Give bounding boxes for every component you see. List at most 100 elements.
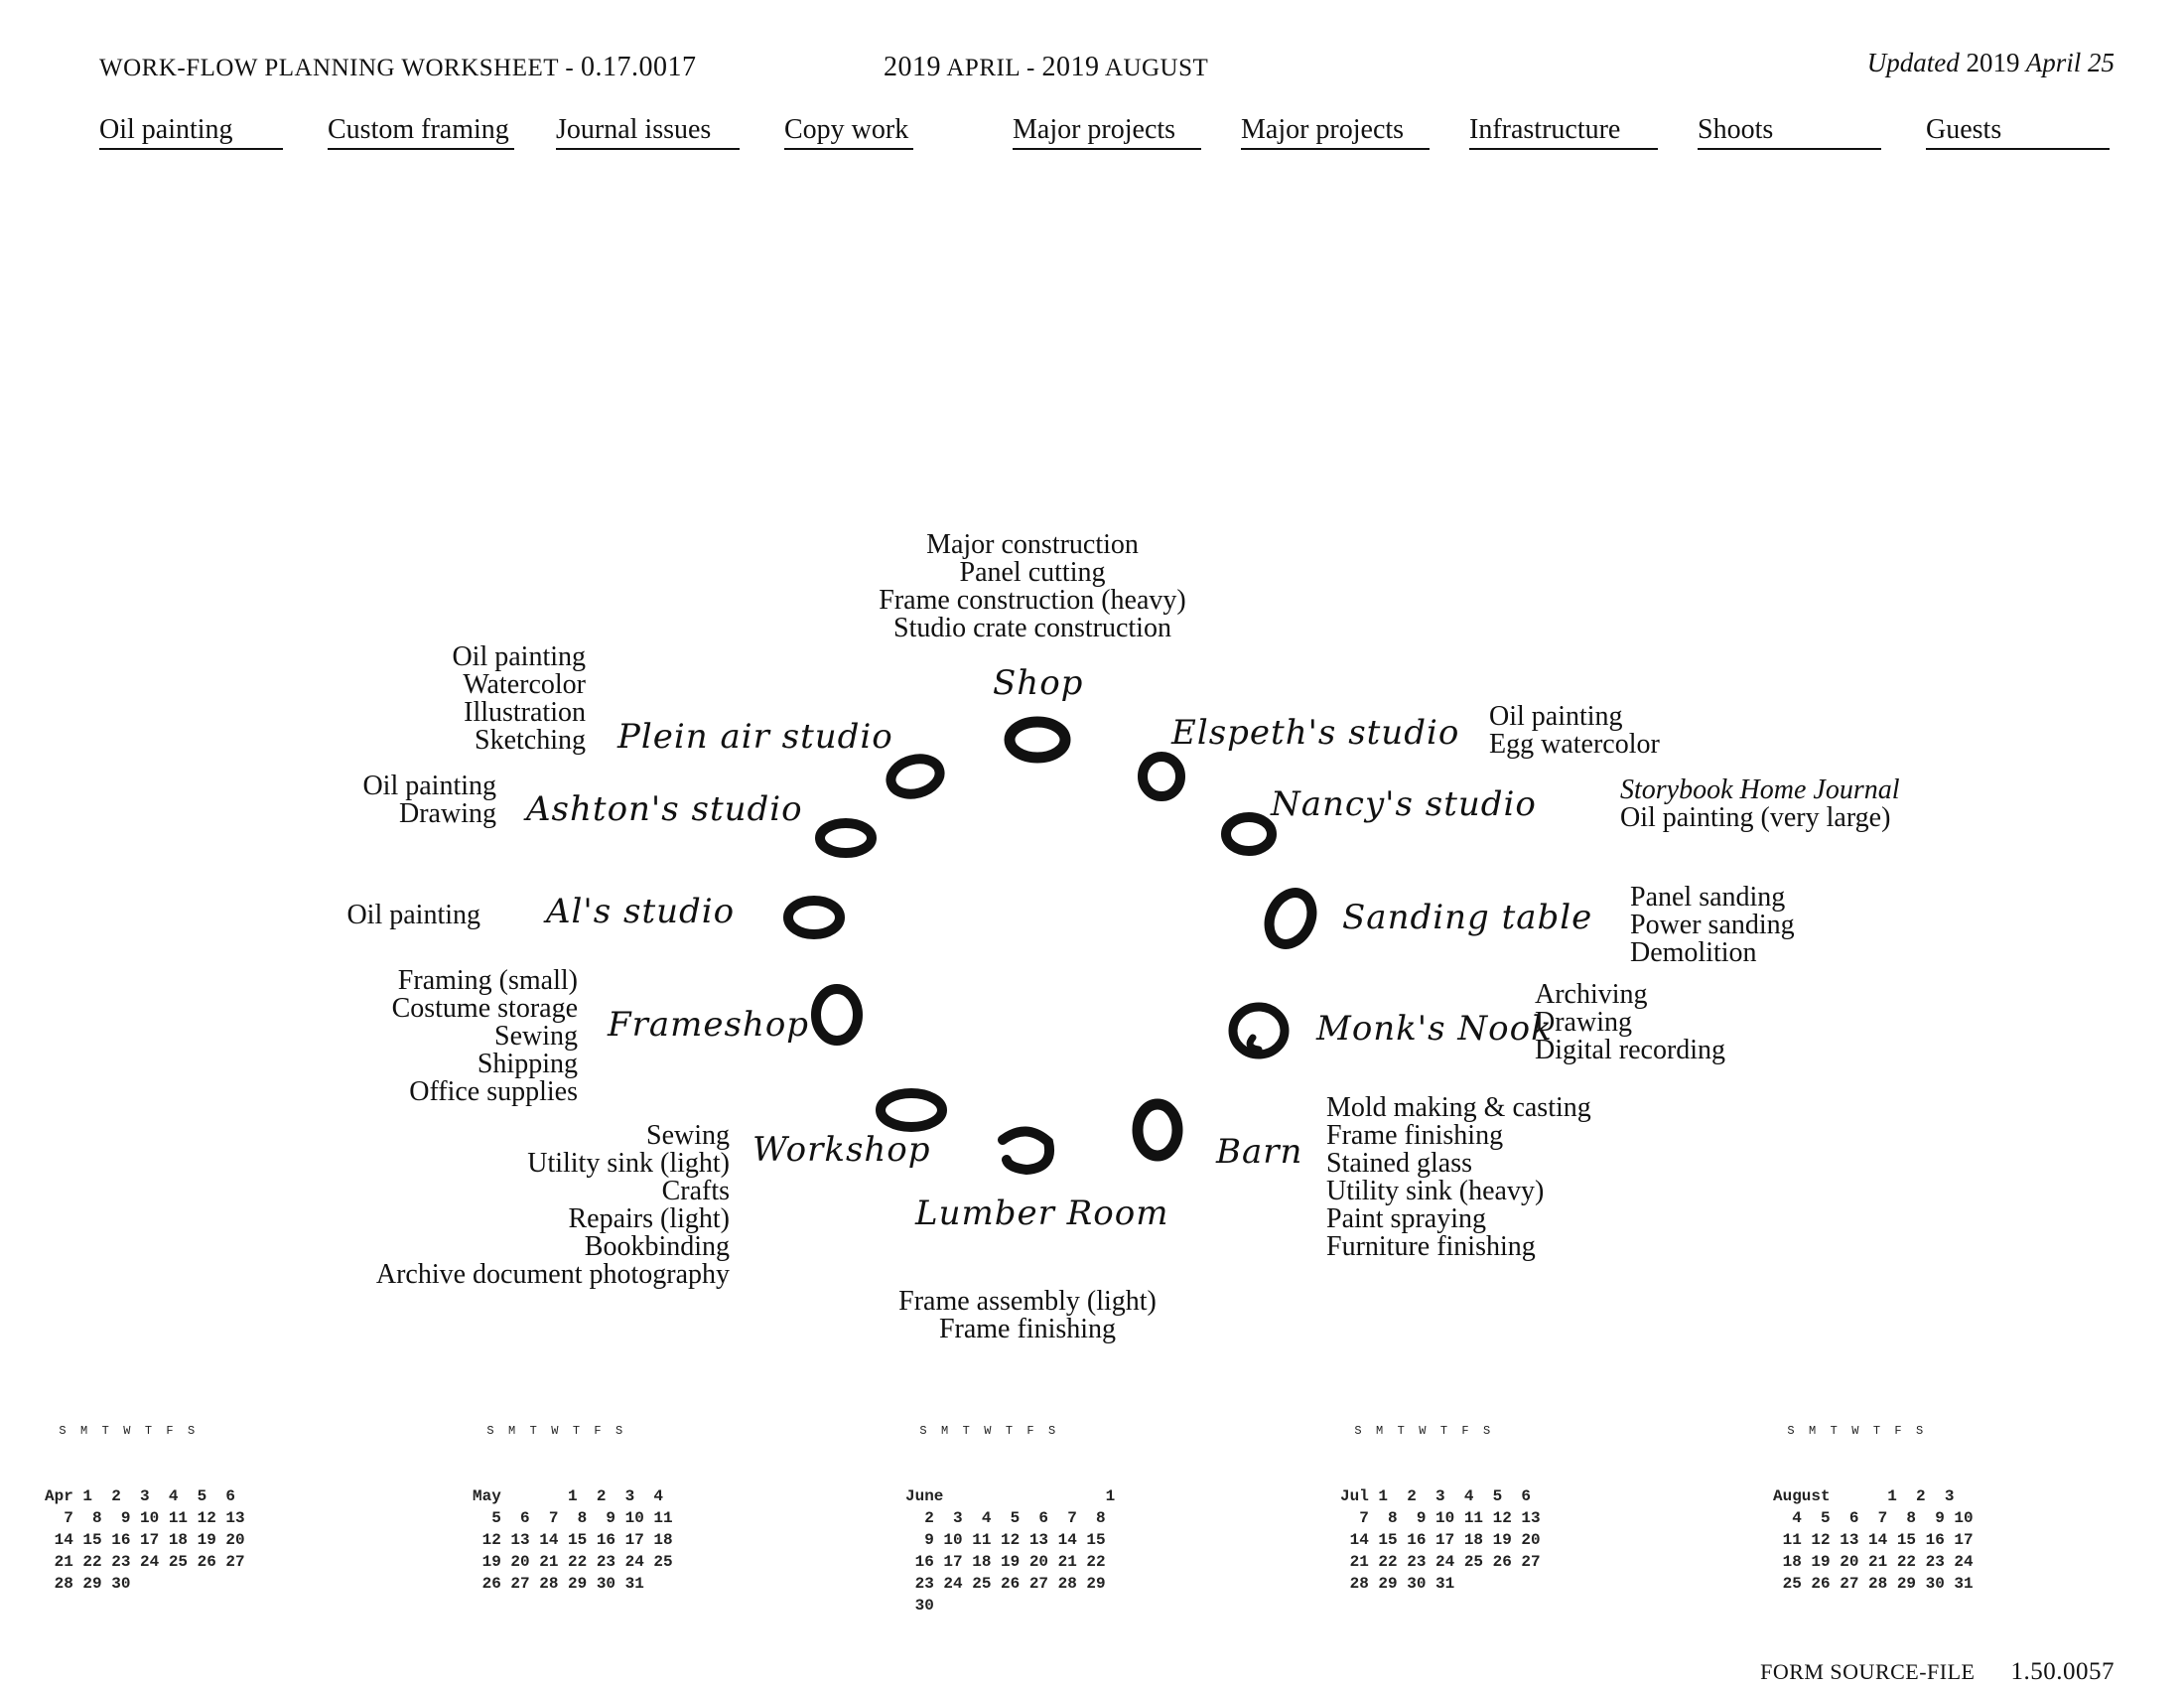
- barn-notes: Mold making & casting Frame finishing St…: [1326, 1094, 1591, 1261]
- note: Oil painting (very large): [1620, 802, 1891, 833]
- footer-version: 1.50.0057: [2010, 1658, 2115, 1685]
- sanding-circle[interactable]: [1261, 886, 1319, 951]
- tab-shoots[interactable]: Shoots: [1698, 114, 1881, 150]
- note: Egg watercolor: [1489, 729, 1660, 760]
- note: Utility sink (heavy): [1326, 1176, 1545, 1206]
- note: Sketching: [475, 725, 586, 756]
- note: Shipping: [477, 1049, 578, 1079]
- frameshop-notes: Framing (small) Costume storage Sewing S…: [392, 967, 578, 1106]
- note: Demolition: [1630, 937, 1757, 968]
- sanding-notes: Panel sanding Power sanding Demolition: [1630, 884, 1795, 967]
- note: Oil painting: [1489, 701, 1623, 732]
- updated-year: 2019: [1966, 48, 2020, 77]
- tab-major-projects-1[interactable]: Major projects: [1013, 114, 1201, 150]
- note: Archive document photography: [375, 1259, 730, 1290]
- lumber-circle[interactable]: [998, 1126, 1054, 1176]
- note: Mold making & casting: [1326, 1092, 1591, 1123]
- calendar-days: August 1 2 3 4 5 6 7 8 9 10 11 12 13 14 …: [1773, 1487, 1974, 1593]
- barn-circle[interactable]: [1132, 1098, 1183, 1162]
- updated-label: Updated: [1866, 48, 1960, 77]
- calendar-august: S M T W T F S August 1 2 3 4 5 6 7 8 9 1…: [1773, 1376, 1974, 1617]
- nancy-circle[interactable]: [1221, 812, 1277, 856]
- date-range: 2019 APRIL - 2019 AUGUST: [884, 52, 1209, 82]
- note: Major construction: [926, 529, 1139, 560]
- note: Bookbinding: [584, 1231, 730, 1262]
- calendar-days: May 1 2 3 4 5 6 7 8 9 10 11 12 13 14 15 …: [473, 1487, 673, 1593]
- tab-guests[interactable]: Guests: [1926, 114, 2110, 150]
- version-number: 0.17.0017: [580, 52, 697, 82]
- note: Crafts: [661, 1176, 730, 1206]
- tab-journal-issues[interactable]: Journal issues: [556, 114, 740, 150]
- tab-oil-painting[interactable]: Oil painting: [99, 114, 283, 150]
- calendar-june: S M T W T F S June 1 2 3 4 5 6 7 8 9 10 …: [905, 1376, 1115, 1638]
- shop-circle[interactable]: [1004, 716, 1071, 764]
- nancy-notes: Storybook Home Journal Oil painting (ver…: [1620, 776, 1900, 832]
- ashton-circle[interactable]: [815, 818, 877, 858]
- elspeth-circle[interactable]: [1138, 752, 1185, 801]
- frameshop-circle[interactable]: [811, 984, 863, 1046]
- room-al[interactable]: Al's studio: [546, 892, 736, 931]
- room-workshop[interactable]: Workshop: [752, 1130, 931, 1170]
- calendar-days: Apr 1 2 3 4 5 6 7 8 9 10 11 12 13 14 15 …: [45, 1487, 245, 1593]
- note: Oil painting: [346, 900, 480, 930]
- room-sanding[interactable]: Sanding table: [1342, 898, 1593, 937]
- worksheet-title: WORK-FLOW PLANNING WORKSHEET - 0.17.0017: [99, 52, 697, 82]
- form-source-footer: FORM SOURCE-FILE 1.50.0057: [1760, 1658, 2115, 1686]
- tab-custom-framing[interactable]: Custom framing: [328, 114, 514, 150]
- calendar-weekdays: S M T W T F S: [473, 1424, 623, 1438]
- updated-date: April 25: [2025, 48, 2115, 77]
- calendar-days: Jul 1 2 3 4 5 6 7 8 9 10 11 12 13 14 15 …: [1340, 1487, 1541, 1593]
- note: Digital recording: [1535, 1035, 1726, 1065]
- note: Office supplies: [409, 1076, 578, 1107]
- tab-copy-work[interactable]: Copy work: [784, 114, 913, 150]
- al-circle[interactable]: [783, 896, 845, 939]
- note: Archiving: [1535, 979, 1648, 1010]
- note: Utility sink (light): [527, 1148, 730, 1179]
- note: Frame assembly (light): [898, 1286, 1157, 1317]
- updated-stamp: Updated 2019 April 25: [1867, 48, 2115, 78]
- note: Frame finishing: [1326, 1120, 1504, 1151]
- monk-circle[interactable]: [1228, 1002, 1290, 1059]
- note: Sewing: [646, 1120, 730, 1151]
- monk-notes: Archiving Drawing Digital recording: [1535, 981, 1725, 1064]
- note: Power sanding: [1630, 910, 1795, 940]
- note: Watercolor: [463, 669, 586, 700]
- note: Drawing: [1535, 1007, 1632, 1038]
- note: Drawing: [399, 798, 496, 829]
- range-end-year: 2019: [1041, 52, 1100, 82]
- calendar-weekdays: S M T W T F S: [1340, 1424, 1491, 1438]
- range-start-year: 2019: [884, 52, 941, 82]
- lumber-notes: Frame assembly (light) Frame finishing: [898, 1288, 1157, 1343]
- plein-air-notes: Oil painting Watercolor Illustration Ske…: [452, 643, 586, 755]
- room-frameshop[interactable]: Frameshop: [608, 1005, 810, 1045]
- room-barn[interactable]: Barn: [1216, 1132, 1303, 1172]
- tab-infrastructure[interactable]: Infrastructure: [1469, 114, 1658, 150]
- tab-major-projects-2[interactable]: Major projects: [1241, 114, 1430, 150]
- calendar-weekdays: S M T W T F S: [45, 1424, 196, 1438]
- room-ashton[interactable]: Ashton's studio: [526, 789, 803, 829]
- room-lumber[interactable]: Lumber Room: [915, 1194, 1169, 1233]
- note: Frame construction (heavy): [879, 585, 1186, 616]
- room-elspeth[interactable]: Elspeth's studio: [1171, 713, 1460, 753]
- note: Oil painting: [362, 771, 496, 801]
- note: Frame finishing: [938, 1314, 1117, 1344]
- room-shop[interactable]: Shop: [993, 663, 1084, 703]
- note-journal: Storybook Home Journal: [1620, 774, 1900, 805]
- note: Illustration: [464, 697, 586, 728]
- note: Paint spraying: [1326, 1203, 1486, 1234]
- room-monk[interactable]: Monk's Nook: [1316, 1009, 1553, 1049]
- range-end-month: AUGUST: [1104, 55, 1209, 81]
- room-nancy[interactable]: Nancy's studio: [1271, 784, 1537, 824]
- note: Framing (small): [397, 965, 578, 996]
- room-plein-air[interactable]: Plein air studio: [617, 717, 893, 757]
- plein-air-circle[interactable]: [886, 754, 945, 799]
- note: Repairs (light): [568, 1203, 730, 1234]
- note: Panel sanding: [1630, 882, 1786, 913]
- calendar-weekdays: S M T W T F S: [1773, 1424, 1924, 1438]
- workshop-circle[interactable]: [876, 1088, 947, 1132]
- shop-notes: Major construction Panel cutting Frame c…: [879, 531, 1185, 642]
- elspeth-notes: Oil painting Egg watercolor: [1489, 703, 1660, 759]
- note: Oil painting: [452, 641, 586, 672]
- calendar-may: S M T W T F S May 1 2 3 4 5 6 7 8 9 10 1…: [473, 1376, 673, 1617]
- note: Panel cutting: [959, 557, 1106, 588]
